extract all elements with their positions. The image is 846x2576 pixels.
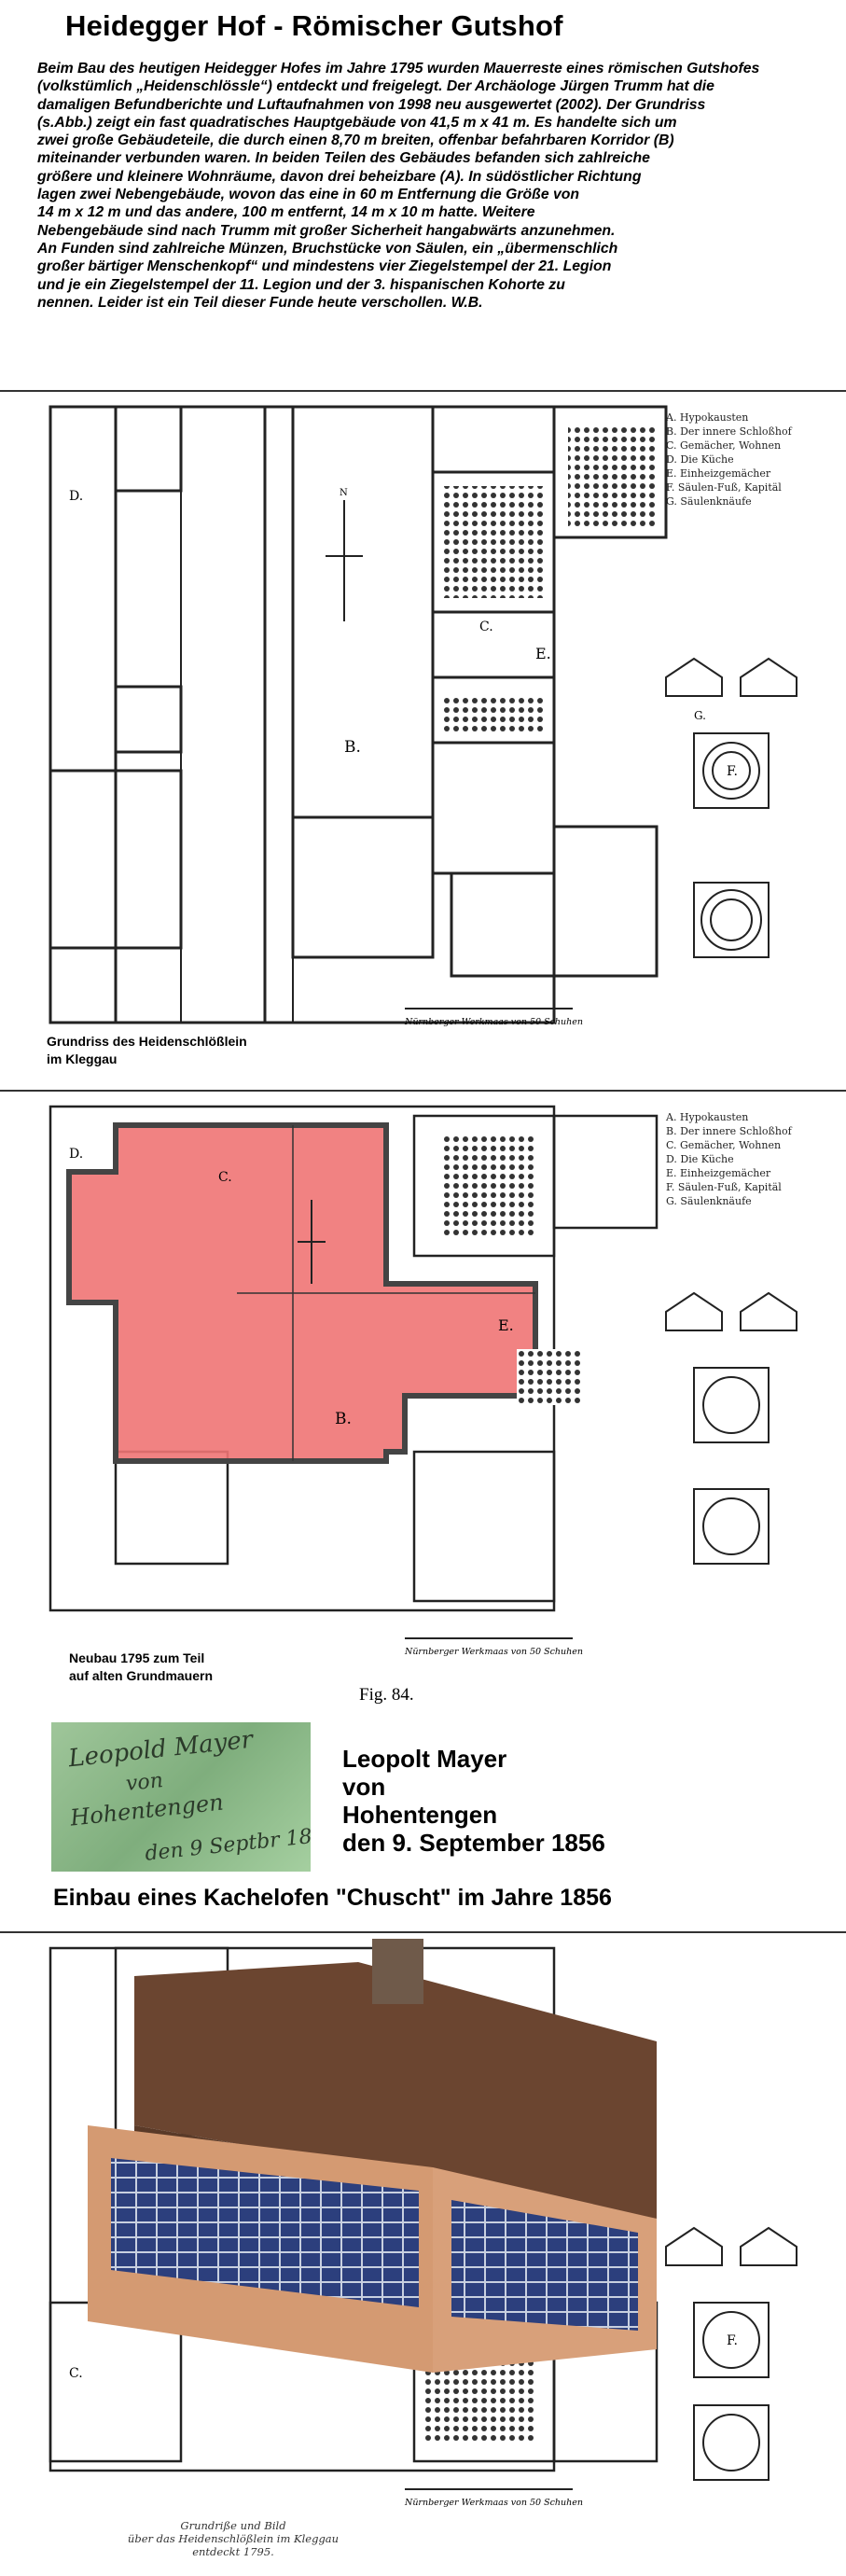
label-f: F.: [727, 764, 738, 779]
room-label-d: D.: [69, 489, 83, 504]
scale-text: Nürnberger Werkmaas von 50 Schuhen: [404, 1017, 583, 1027]
handnote-line: über das Heidenschlößlein im Kleggau: [127, 2532, 340, 2545]
intro-line: lagen zwei Nebengebäude, wovon das eine …: [37, 187, 580, 203]
legend-item: G. Säulenknäufe: [666, 495, 752, 508]
signature-photo: Leopold Mayer von Hohentengen den 9 Sept…: [51, 1722, 311, 1872]
building-render: [88, 1939, 657, 2373]
room-label-d: D.: [69, 1147, 83, 1162]
label-g: G.: [694, 709, 706, 722]
floor-plan-3: C. F. Nürnberger Werkmaas von 50 Schuhen: [13, 1939, 834, 2517]
caption-plan-2: Neubau 1795 zum Teil auf alten Grundmaue…: [65, 1648, 217, 1687]
column-drawings: [665, 2226, 797, 2481]
room-label-c: C.: [69, 2366, 83, 2381]
room-label-b: B.: [335, 1410, 352, 1428]
intro-line: damaligen Befundberichte und Luftaufnahm…: [37, 96, 706, 113]
mayer-text: Leopolt Mayer von Hohentengen den 9. Sep…: [342, 1745, 734, 1857]
intro-line: nennen. Leider ist ein Teil dieser Funde…: [37, 294, 483, 311]
divider: [0, 1090, 846, 1092]
room-label-e: E.: [535, 645, 551, 662]
intro-line: Beim Bau des heutigen Heidegger Hofes im…: [37, 61, 760, 77]
caption-line: im Kleggau: [47, 1051, 118, 1066]
intro-line: 14 m x 12 m und das andere, 100 m entfer…: [37, 204, 535, 221]
floor-plan-drawing-3: C. F. Nürnberger Werkmaas von 50 Schuhen: [49, 1939, 797, 2508]
intro-line: (volkstümlich „Heidenschlössle“) entdeck…: [37, 78, 714, 95]
legend-item: F. Säulen-Fuß, Kapitäl: [666, 1181, 782, 1193]
legend-item: E. Einheizgemächer: [666, 467, 771, 480]
label-f: F.: [727, 2333, 738, 2348]
divider: [0, 1931, 846, 1933]
legend-item: A. Hypokausten: [665, 411, 748, 424]
intro-line: Nebengebäude sind nach Trumm mit großer …: [37, 222, 616, 239]
floor-plan-drawing-2: B. D. E. C. A. Hypokausten B. Der innere…: [49, 1105, 797, 1657]
scale-text: Nürnberger Werkmaas von 50 Schuhen: [404, 1647, 583, 1657]
room-label-e: E.: [498, 1316, 514, 1334]
caption-line: auf alten Grundmauern: [69, 1668, 214, 1683]
intro-text: Beim Bau des heutigen Heidegger Hofes im…: [37, 60, 802, 312]
legend-item: D. Die Küche: [666, 1153, 734, 1165]
signature-line: von: [124, 1768, 165, 1797]
scale-text: Nürnberger Werkmaas von 50 Schuhen: [404, 2498, 583, 2508]
mayer-line: den 9. September 1856: [342, 1829, 605, 1857]
signature-line: Hohentengen: [68, 1789, 225, 1831]
intro-line: zwei große Gebäudeteile, die durch einen…: [37, 132, 674, 149]
legend-item: E. Einheizgemächer: [666, 1167, 771, 1179]
intro-line: größere und kleinere Wohnräume, davon dr…: [37, 168, 642, 185]
caption-line: Grundriss des Heidenschlößlein: [47, 1034, 247, 1049]
room-label-b: B.: [344, 738, 361, 757]
intro-line: (s.Abb.) zeigt ein fast quadratisches Ha…: [37, 114, 677, 131]
legend-item: B. Der innere Schloßhof: [666, 425, 793, 438]
room-label-c: C.: [479, 620, 493, 634]
intro-line: und je ein Ziegelstempel der 11. Legion …: [37, 276, 565, 293]
legend-item: C. Gemächer, Wohnen: [666, 1139, 781, 1151]
divider: [0, 390, 846, 392]
legend-item: C. Gemächer, Wohnen: [666, 439, 781, 452]
handnote-line: entdeckt 1795.: [192, 2545, 274, 2558]
mayer-line: Leopolt Mayer: [342, 1745, 507, 1773]
handwritten-note: Grundriße und Bild über das Heidenschlöß…: [93, 2519, 373, 2558]
intro-line: An Funden sind zahlreiche Münzen, Bruchs…: [37, 240, 618, 257]
legend-item: B. Der innere Schloßhof: [666, 1125, 793, 1137]
page-title: Heidegger Hof - Römischer Gutshof: [65, 9, 563, 42]
mayer-line: von: [342, 1773, 386, 1801]
handnote-line: Grundriße und Bild: [180, 2519, 286, 2532]
signature-line: Leopold Mayer: [66, 1725, 255, 1774]
room-label-c: C.: [218, 1170, 232, 1185]
caption-line: Neubau 1795 zum Teil: [69, 1650, 205, 1665]
intro-line: großer bärtiger Menschenkopf“ und mindes…: [37, 258, 612, 275]
legend-item: F. Säulen-Fuß, Kapitäl: [666, 481, 782, 494]
floor-plan-1: N B. D. C. E. A. Hypokausten B. Der inne…: [13, 397, 834, 1069]
legend-item: A. Hypokausten: [665, 1111, 748, 1123]
figure-number: Fig. 84.: [359, 1685, 414, 1705]
floor-plan-drawing-1: N B. D. C. E. A. Hypokausten B. Der inne…: [49, 405, 797, 1027]
mayer-line: Hohentengen: [342, 1801, 498, 1829]
legend-item: D. Die Küche: [666, 453, 734, 466]
caption-plan-1: Grundriss des Heidenschlößlein im Klegga…: [43, 1031, 251, 1070]
intro-line: miteinander verbunden waren. In beiden T…: [37, 150, 650, 167]
signature-line: den 9 Septbr 1856: [144, 1822, 311, 1866]
column-drawings: [665, 1291, 797, 1565]
floor-plan-2: B. D. E. C. A. Hypokausten B. Der innere…: [13, 1097, 834, 1676]
kachelofen-heading: Einbau eines Kachelofen "Chuscht" im Jah…: [53, 1885, 612, 1911]
north-arrow-label: N: [340, 488, 348, 498]
legend-item: G. Säulenknäufe: [666, 1195, 752, 1207]
column-drawings: [665, 657, 797, 958]
